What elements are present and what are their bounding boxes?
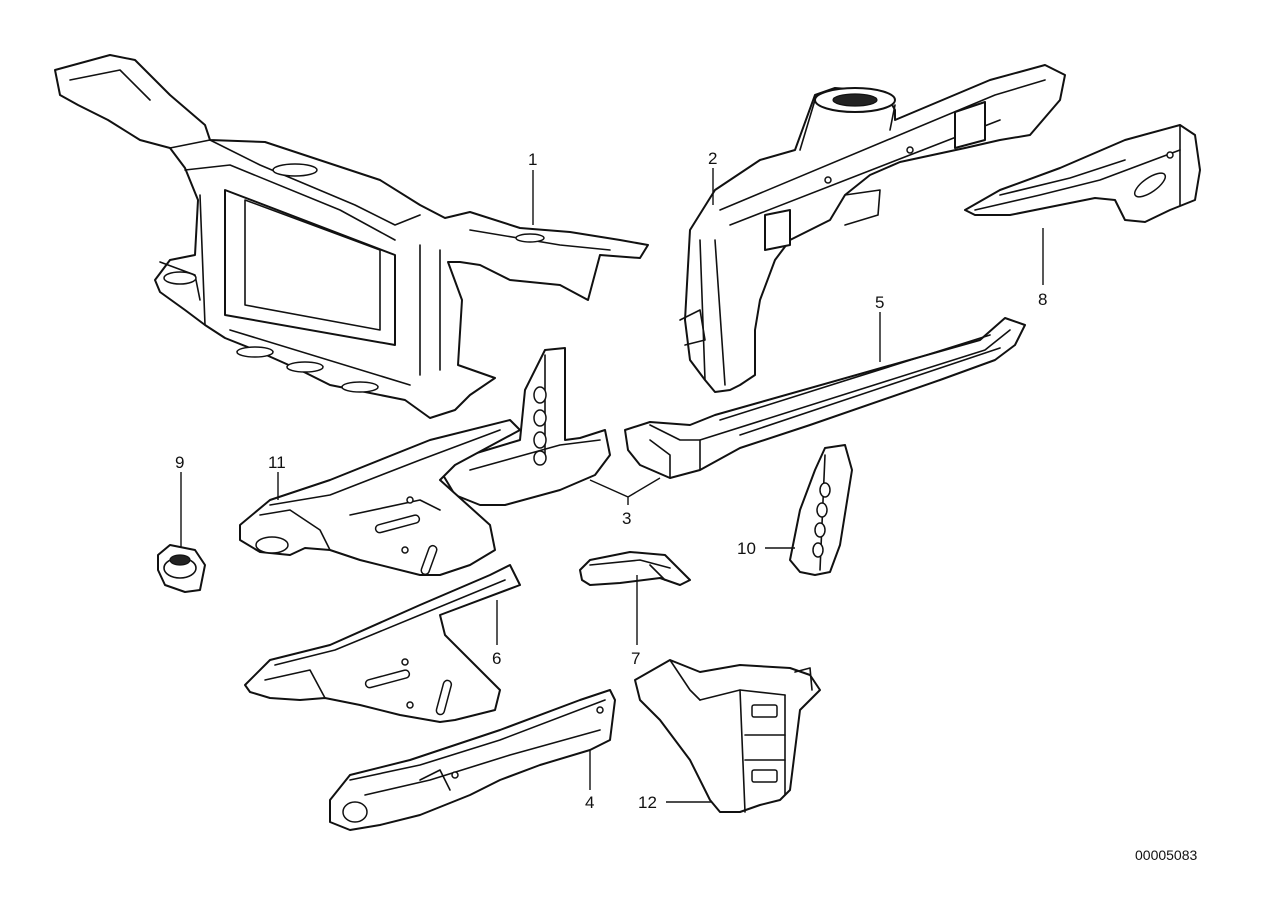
callout-1: 1 — [528, 150, 537, 169]
part-4-lower-longitudinal[interactable] — [329, 689, 616, 831]
part-12-bracket-assembly[interactable] — [634, 659, 821, 813]
part-6-longitudinal[interactable] — [244, 564, 521, 723]
callout-3: 3 — [622, 509, 631, 528]
callout-9: 9 — [175, 453, 184, 472]
part-2-wheel-arch[interactable] — [679, 64, 1066, 393]
part-5-side-rail[interactable] — [624, 317, 1026, 479]
part-9-grommet[interactable] — [157, 544, 206, 593]
part-8-bracket[interactable] — [964, 124, 1201, 223]
part-7-small-bracket[interactable] — [579, 551, 691, 586]
part-3-inner-member[interactable] — [439, 347, 611, 506]
document-number: 00005083 — [1135, 847, 1198, 863]
callout-12: 12 — [638, 793, 657, 812]
callout-8: 8 — [1038, 290, 1047, 309]
part-1-front-panel[interactable] — [54, 54, 649, 419]
callout-2: 2 — [708, 149, 717, 168]
part-11-longitudinal[interactable] — [239, 419, 521, 576]
part-10-reinforcement[interactable] — [789, 444, 853, 576]
callout-labels: 1 2 3 4 5 6 7 8 9 10 11 12 — [175, 149, 1047, 812]
callout-6: 6 — [492, 649, 501, 668]
callout-7: 7 — [631, 649, 640, 668]
callout-11: 11 — [268, 453, 286, 472]
callout-4: 4 — [585, 793, 594, 812]
callout-5: 5 — [875, 293, 884, 312]
callout-10: 10 — [737, 539, 756, 558]
leader-3 — [589, 477, 661, 505]
leader-lines — [180, 168, 1044, 803]
